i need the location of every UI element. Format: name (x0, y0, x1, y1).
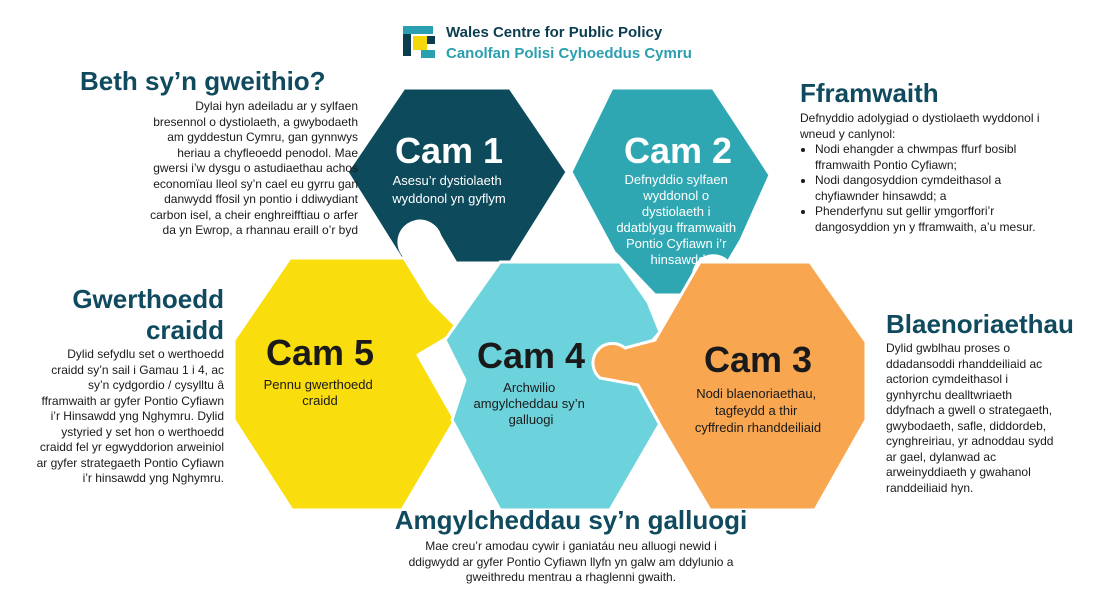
amgylcheddau-heading: Amgylcheddau sy’n galluogi (394, 505, 748, 535)
fframwaith-body: Defnyddio adolygiad o dystiolaeth wyddon… (800, 111, 1040, 235)
logo-name-cy: Canolfan Polisi Cyhoeddus Cymru (446, 45, 692, 62)
piece-cam5: Cam 5 Pennu gwerthoedd craidd (232, 256, 462, 512)
fframwaith-bullet-1: Nodi ehangder a chwmpas ffurf bosibl ffr… (815, 142, 1040, 173)
blaenoriaethau-body: Dylid gwblhau proses o ddadansoddi rhand… (886, 341, 1054, 495)
fframwaith-heading: Fframwaith (800, 78, 939, 108)
cam5-desc: Pennu gwerthoedd craidd (264, 377, 377, 408)
cam2-title: Cam 2 (624, 130, 732, 171)
logo-name-en: Wales Centre for Public Policy (446, 24, 663, 41)
beth-heading: Beth sy’n gweithio? (80, 66, 326, 96)
wcpp-logo-icon (403, 26, 435, 58)
piece-cam3: Cam 3 Nodi blaenoriaethau, tagfeydd a th… (591, 260, 868, 512)
cam3-title: Cam 3 (704, 339, 812, 380)
fframwaith-bullet-2: Nodi dangosyddion cymdeithasol a chyfiaw… (815, 173, 1040, 204)
cam4-title: Cam 4 (477, 335, 585, 376)
cam1-desc: Asesu’r dystiolaeth wyddonol yn gyflym (391, 173, 505, 206)
beth-body: Dylai hyn adeiladu ar y sylfaen bresenno… (150, 99, 358, 237)
cam5-title: Cam 5 (266, 332, 374, 373)
cam1-title: Cam 1 (395, 130, 503, 171)
piece-cam4: Cam 4 Archwilio amgylcheddau sy’n galluo… (443, 260, 664, 512)
cam2-desc: Defnyddio sylfaen wyddonol o dystiolaeth… (616, 172, 739, 267)
cam3-desc: Nodi blaenoriaethau, tagfeydd a thir cyf… (695, 386, 821, 435)
blaenoriaethau-heading: Blaenoriaethau (886, 309, 1074, 339)
fframwaith-bullet-3: Phenderfynu sut gellir ymgorffori’r dang… (815, 204, 1040, 235)
gwerthoedd-body: Dylid sefydlu set o werthoedd craidd sy’… (36, 347, 224, 485)
gwerthoedd-heading: Gwerthoedd craidd (72, 284, 224, 345)
piece-cam1: Cam 1 Asesu’r dystiolaeth wyddonol yn gy… (345, 86, 569, 265)
amgylcheddau-body: Mae creu’r amodau cywir i ganiatáu neu a… (408, 539, 734, 584)
cam4-desc: Archwilio amgylcheddau sy’n galluogi (474, 380, 589, 427)
